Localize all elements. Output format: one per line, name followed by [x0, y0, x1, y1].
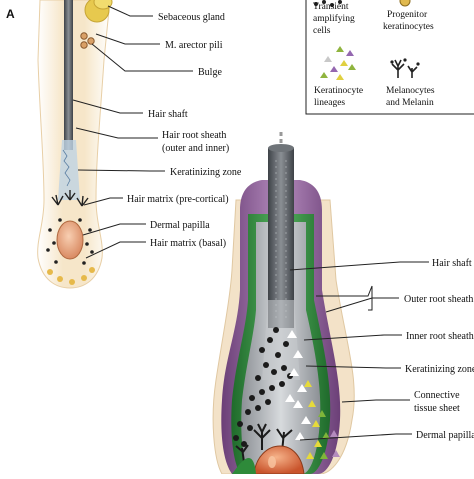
hair-shaft-a: [64, 0, 73, 150]
legend-progenitor-1: Progenitor: [387, 10, 428, 20]
label-inner-root-sheath: Inner root sheath: [406, 331, 474, 342]
legend-lineages-1: Keratinocyte: [314, 86, 363, 96]
basal-matrix-a: [47, 267, 95, 285]
bulge-cell: [87, 37, 95, 45]
label-dermal-papilla-a: Dermal papilla: [150, 220, 210, 231]
melanin-granules-icon: [390, 58, 420, 66]
legend-melanocytes-1: Melanocytes: [386, 86, 435, 96]
cuticle-lineage-triangles: [304, 380, 322, 459]
melanocyte-cluster-a: [51, 190, 89, 207]
transient-cells-icon: [314, 0, 342, 7]
melanocytes-icon: [391, 59, 418, 78]
purple-lineage-triangles: [330, 430, 340, 457]
keratinocyte-lineages-icon: [320, 46, 356, 80]
dermal-papilla-a: [56, 220, 84, 260]
label-matrix-precortical: Hair matrix (pre-cortical): [127, 194, 229, 205]
legend-melanocytes-2: and Melanin: [386, 98, 434, 108]
outer-lineage-triangles: [318, 410, 330, 459]
panel-b: Hair shaft Outer root sheath Inner root …: [212, 132, 474, 475]
progenitor-icon: [399, 0, 411, 7]
label-root-sheath-1: Hair root sheath: [162, 130, 226, 141]
legend-lineages-2: lineages: [314, 98, 345, 108]
legend-transient-3: cells: [313, 26, 331, 36]
legend: Transient amplifying cells Progenitor ke…: [305, 0, 474, 115]
label-connective-1: Connective: [414, 390, 460, 401]
label-keratinizing-zone-b: Keratinizing zone: [405, 364, 474, 375]
label-outer-root-sheath: Outer root sheath: [404, 294, 473, 305]
bulge-cell: [80, 32, 88, 40]
legend-transient-1: Transient: [313, 2, 349, 12]
label-dermal-papilla-b: Dermal papilla: [416, 430, 474, 441]
leader-lines-b: [289, 261, 429, 441]
label-bulge: Bulge: [198, 67, 222, 78]
legend-box: [305, 0, 474, 115]
label-hair-shaft-a: Hair shaft: [148, 109, 188, 120]
keratinizing-zone-a: [58, 140, 80, 200]
shaft-cuticle: [275, 160, 287, 320]
label-connective-2: tissue sheet: [414, 403, 460, 414]
legend-progenitor-2: keratinocytes: [383, 22, 434, 32]
label-root-sheath-2: (outer and inner): [162, 143, 229, 154]
leader-lines-a: [72, 5, 193, 259]
label-hair-shaft-b: Hair shaft: [432, 258, 472, 269]
label-arrector-pili: M. arector pili: [165, 40, 223, 51]
panel-a: A: [6, 0, 242, 289]
legend-transient-2: amplifying: [313, 13, 355, 24]
bulge-cell: [80, 41, 88, 49]
matrix-cells-a: [46, 218, 94, 265]
hair-shaft-b: [268, 148, 294, 328]
label-matrix-basal: Hair matrix (basal): [150, 238, 226, 249]
inner-lineage-triangles: [285, 330, 311, 440]
dermal-papilla-b: [253, 445, 305, 475]
label-sebaceous-gland: Sebaceous gland: [158, 12, 225, 23]
transient-amplifying-cells-b: [233, 327, 293, 447]
label-keratinizing-zone-a: Keratinizing zone: [170, 167, 242, 178]
panel-a-letter: A: [6, 7, 15, 21]
